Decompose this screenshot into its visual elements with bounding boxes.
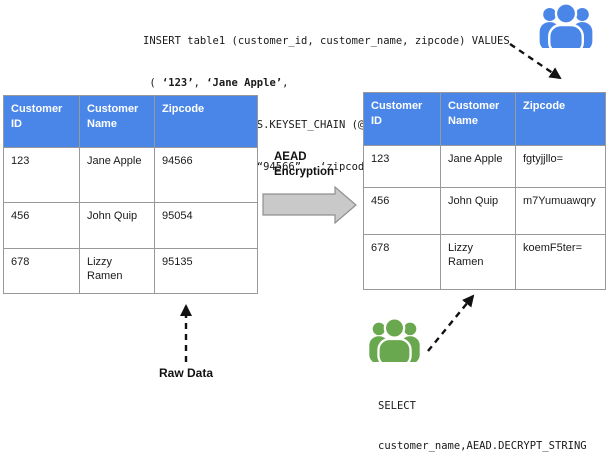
- encrypted-data-table: Customer ID Customer Name Zipcode 123 Ja…: [363, 92, 606, 290]
- select-query-code: SELECT customer_name,AEAD.DECRYPT_STRING…: [378, 374, 587, 469]
- insert-query-line: ( ‘123’, ‘Jane Apple’,: [143, 77, 289, 89]
- raw-data-label: Raw Data: [158, 366, 214, 380]
- cell-customer-id: 678: [3, 248, 80, 294]
- cell-customer-id: 123: [363, 145, 441, 188]
- column-header-customer-name: Customer Name: [440, 92, 516, 146]
- cell-zipcode: 95135: [154, 248, 258, 294]
- cell-customer-name: Lizzy Ramen: [440, 234, 516, 290]
- table-header-row: Customer ID Customer Name Zipcode: [3, 95, 258, 148]
- cell-customer-id: 678: [363, 234, 441, 290]
- table-row: 123 Jane Apple fgtyjjllo=: [363, 145, 606, 188]
- table-row: 678 Lizzy Ramen 95135: [3, 248, 258, 294]
- cell-customer-name: Jane Apple: [79, 147, 155, 203]
- column-header-customer-name: Customer Name: [79, 95, 155, 148]
- cell-customer-id: 456: [3, 202, 80, 249]
- column-header-customer-id: Customer ID: [3, 95, 80, 148]
- table-row: 123 Jane Apple 94566: [3, 147, 258, 203]
- cell-customer-name: Jane Apple: [440, 145, 516, 188]
- select-query-line: customer_name,AEAD.DECRYPT_STRING: [378, 440, 587, 453]
- raw-data-table: Customer ID Customer Name Zipcode 123 Ja…: [3, 95, 258, 294]
- select-query-line: SELECT: [378, 400, 416, 413]
- select-flow-arrow: [427, 294, 475, 352]
- cell-customer-name: John Quip: [79, 202, 155, 249]
- insert-query-line: INSERT table1 (customer_id, customer_nam…: [143, 35, 510, 47]
- users-group-icon: [539, 2, 593, 48]
- column-header-zipcode: Zipcode: [515, 92, 606, 146]
- cell-customer-id: 456: [363, 187, 441, 235]
- cell-encrypted-zipcode: fgtyjjllo=: [515, 145, 606, 188]
- column-header-customer-id: Customer ID: [363, 92, 441, 146]
- cell-customer-name: Lizzy Ramen: [79, 248, 155, 294]
- cell-encrypted-zipcode: koemF5ter=: [515, 234, 606, 290]
- insert-flow-arrow: [509, 43, 562, 80]
- literal-customer-id: ‘123’: [161, 77, 194, 89]
- table-row: 456 John Quip 95054: [3, 202, 258, 249]
- encryption-arrow: [262, 186, 357, 224]
- cell-encrypted-zipcode: m7Yumuawqry: [515, 187, 606, 235]
- users-group-icon: [369, 317, 420, 362]
- cell-customer-id: 123: [3, 147, 80, 203]
- literal-customer-name: ‘Jane Apple’: [206, 77, 283, 89]
- cell-zipcode: 95054: [154, 202, 258, 249]
- table-row: 456 John Quip m7Yumuawqry: [363, 187, 606, 235]
- cell-zipcode: 94566: [154, 147, 258, 203]
- cell-customer-name: John Quip: [440, 187, 516, 235]
- table-row: 678 Lizzy Ramen koemF5ter=: [363, 234, 606, 290]
- table-header-row: Customer ID Customer Name Zipcode: [363, 92, 606, 146]
- column-header-zipcode: Zipcode: [154, 95, 258, 148]
- aead-encryption-label: AEAD Encryption: [274, 151, 335, 178]
